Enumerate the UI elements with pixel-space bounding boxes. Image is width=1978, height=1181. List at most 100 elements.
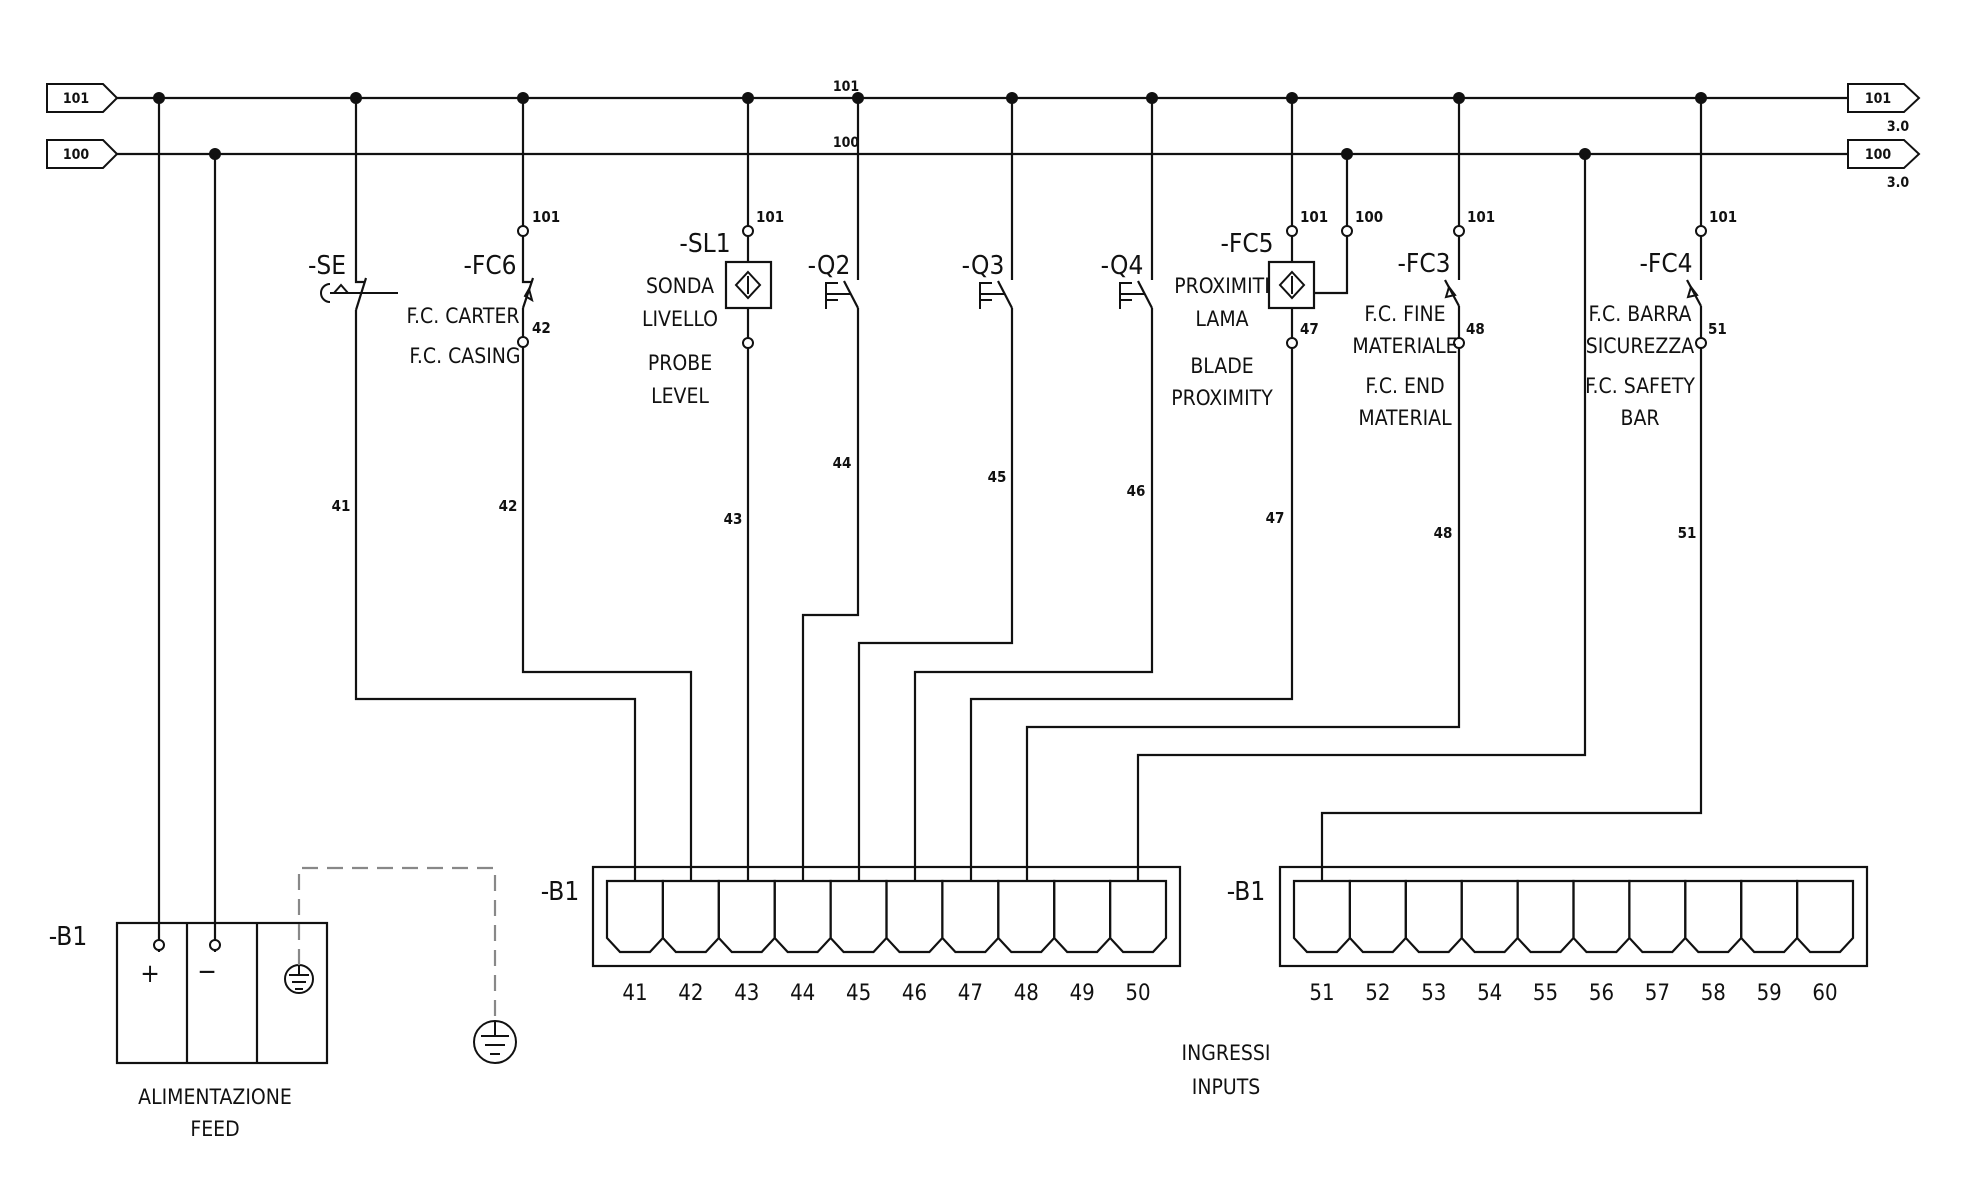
bus-100-mid-label: 100 bbox=[833, 135, 860, 151]
fc5-bottom-terminal: 47 bbox=[1300, 320, 1319, 338]
terminal-number-58: 58 bbox=[1701, 981, 1726, 1006]
wire-label-48: 48 bbox=[1434, 524, 1453, 542]
terminal-cell-46[interactable] bbox=[885, 879, 944, 954]
wire-label-41: 41 bbox=[332, 497, 351, 515]
fc5-supply-terminal: 100 bbox=[1355, 208, 1383, 226]
sl1-desc-1: SONDA bbox=[646, 274, 714, 298]
terminal-cell-42[interactable] bbox=[661, 879, 720, 954]
terminal-cell-56[interactable] bbox=[1572, 879, 1631, 954]
inputs-caption-it: INGRESSI bbox=[1182, 1041, 1271, 1065]
terminal-cell-55[interactable] bbox=[1516, 879, 1575, 954]
fc4-desc-3: F.C. SAFETY bbox=[1585, 374, 1695, 398]
terminal-cell-41[interactable] bbox=[605, 879, 664, 954]
wire-label-42: 42 bbox=[499, 497, 518, 515]
terminal-number-60: 60 bbox=[1812, 981, 1837, 1006]
component-fc3[interactable]: 101 48 -FC3 F.C. FINE MATERIALE F.C. END… bbox=[1025, 98, 1495, 881]
fc6-tag: -FC6 bbox=[463, 251, 516, 281]
terminal-cell-48[interactable] bbox=[997, 879, 1056, 954]
fc3-bottom-terminal: 48 bbox=[1466, 320, 1485, 338]
terminal-cell-53[interactable] bbox=[1404, 879, 1463, 954]
fc3-tag: -FC3 bbox=[1397, 249, 1450, 279]
terminal-number-54: 54 bbox=[1477, 981, 1502, 1006]
fc6-top-terminal: 101 bbox=[532, 208, 560, 226]
terminal-number-53: 53 bbox=[1421, 981, 1446, 1006]
inputs-caption-en: INPUTS bbox=[1192, 1075, 1260, 1099]
terminal-cell-44[interactable] bbox=[773, 879, 832, 954]
fc3-top-terminal: 101 bbox=[1467, 208, 1495, 226]
q2-actuator-icon bbox=[825, 282, 850, 309]
fc4-bottom-terminal: 51 bbox=[1708, 320, 1727, 338]
fc5-top-terminal: 101 bbox=[1300, 208, 1328, 226]
terminal-number-44: 44 bbox=[790, 981, 815, 1006]
terminal-cell-54[interactable] bbox=[1460, 879, 1519, 954]
fc6-bottom-terminal: 42 bbox=[532, 319, 551, 337]
component-fc5[interactable]: 101 100 47 -FC5 PROXIMITI LAMA BLADE PRO… bbox=[969, 98, 1383, 881]
component-fc4[interactable]: 101 51 -FC4 F.C. BARRA SICUREZZA F.C. SA… bbox=[1320, 98, 1737, 881]
positive-terminal[interactable] bbox=[153, 939, 165, 951]
sl1-desc-4: LEVEL bbox=[651, 384, 709, 408]
terminal-cell-50[interactable] bbox=[1109, 879, 1168, 954]
power-supply-b1[interactable]: + − -B1 ALIMENTAZIONE FEED bbox=[49, 98, 329, 1141]
sl1-desc-2: LIVELLO bbox=[642, 307, 718, 331]
component-q3[interactable]: -Q3 bbox=[857, 98, 1014, 881]
fc3-desc-1: F.C. FINE bbox=[1364, 302, 1445, 326]
fc3-desc-3: F.C. END bbox=[1365, 374, 1444, 398]
terminal-cell-52[interactable] bbox=[1348, 879, 1407, 954]
terminal-number-47: 47 bbox=[958, 981, 983, 1006]
wire-label-51: 51 bbox=[1678, 524, 1697, 542]
power-supply-caption-it: ALIMENTAZIONE bbox=[138, 1085, 292, 1109]
fc3-desc-4: MATERIAL bbox=[1358, 406, 1452, 430]
terminal-number-51: 51 bbox=[1309, 981, 1334, 1006]
sensor-diamond-icon bbox=[1278, 270, 1306, 300]
wire-label-45: 45 bbox=[988, 468, 1007, 486]
terminal-number-57: 57 bbox=[1645, 981, 1670, 1006]
bus-100-left-connector[interactable]: 100 bbox=[46, 139, 119, 169]
terminal-block-1-tag: -B1 bbox=[541, 877, 579, 907]
fc5-desc-3: BLADE bbox=[1190, 354, 1253, 378]
terminal-number-59: 59 bbox=[1757, 981, 1782, 1006]
terminal-number-52: 52 bbox=[1365, 981, 1390, 1006]
power-supply-caption-en: FEED bbox=[190, 1117, 239, 1141]
negative-terminal[interactable] bbox=[209, 939, 221, 951]
terminal-number-46: 46 bbox=[902, 981, 927, 1006]
sensor-diamond-icon bbox=[734, 270, 762, 300]
q4-actuator-icon bbox=[1119, 282, 1144, 309]
terminal-cell-51[interactable] bbox=[1292, 879, 1351, 954]
terminal-number-49: 49 bbox=[1070, 981, 1095, 1006]
terminal-cell-49[interactable] bbox=[1053, 879, 1112, 954]
terminal-number-45: 45 bbox=[846, 981, 871, 1006]
power-supply-tag: -B1 bbox=[49, 922, 87, 952]
bus-100-right-label: 100 bbox=[1865, 147, 1892, 163]
wire-label-43: 43 bbox=[724, 510, 743, 528]
terminal-cell-43[interactable] bbox=[717, 879, 776, 954]
q4-tag: -Q4 bbox=[1101, 251, 1144, 281]
wire-label-47: 47 bbox=[1266, 509, 1285, 527]
bus-101-left-connector[interactable]: 101 bbox=[46, 83, 119, 113]
component-q2[interactable]: -Q2 bbox=[801, 98, 860, 881]
component-sl1[interactable]: 101 -SL1 SONDA LIVELLO PROBE LEVEL bbox=[642, 98, 784, 881]
bus-101-right-connector[interactable]: 101 3.0 bbox=[1847, 83, 1921, 135]
terminal-cell-57[interactable] bbox=[1628, 879, 1687, 954]
terminal-cell-58[interactable] bbox=[1684, 879, 1743, 954]
bus-101-left-label: 101 bbox=[63, 91, 89, 107]
terminal-cell-45[interactable] bbox=[829, 879, 888, 954]
mushroom-button-icon bbox=[320, 283, 331, 303]
bus-100-page-ref: 3.0 bbox=[1887, 175, 1910, 191]
component-fc6[interactable]: 101 42 -FC6 F.C. CARTER F.C. CASING bbox=[407, 98, 693, 881]
fc4-tag: -FC4 bbox=[1639, 249, 1692, 279]
component-q4[interactable]: -Q4 bbox=[913, 98, 1154, 881]
plus-symbol: + bbox=[140, 959, 160, 989]
wire-label-46: 46 bbox=[1127, 482, 1146, 500]
q3-actuator-icon bbox=[979, 282, 1004, 309]
component-se[interactable]: -SE bbox=[308, 98, 637, 881]
fc5-desc-2: LAMA bbox=[1195, 307, 1248, 331]
terminal-number-48: 48 bbox=[1014, 981, 1039, 1006]
terminal-cell-60[interactable] bbox=[1796, 879, 1855, 954]
terminal-cell-47[interactable] bbox=[941, 879, 1000, 954]
wire-label-44: 44 bbox=[833, 454, 852, 472]
bus-100-right-connector[interactable]: 100 3.0 bbox=[1847, 139, 1921, 191]
terminal-cell-59[interactable] bbox=[1740, 879, 1799, 954]
